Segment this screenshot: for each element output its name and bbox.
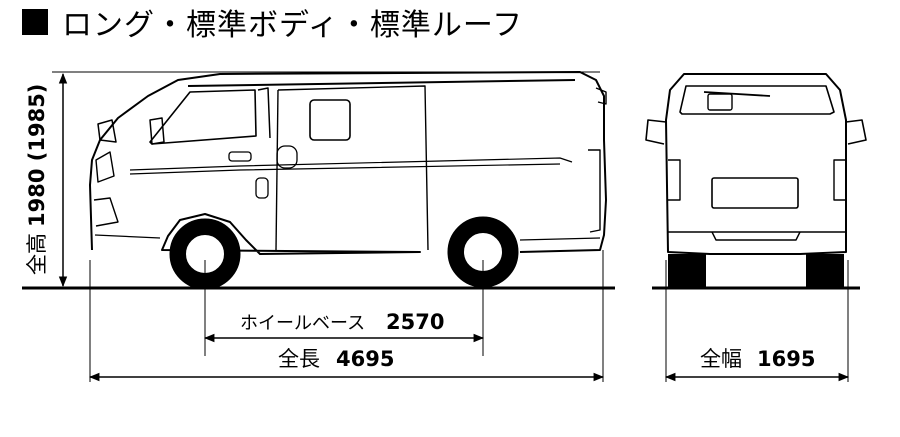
height-value: 1980 (1985): [25, 84, 49, 227]
title-square-icon: [22, 9, 48, 35]
title-text: ロング・標準ボディ・標準ルーフ: [62, 8, 524, 43]
rear-tire-right: [806, 254, 844, 288]
wheelbase-label: ホイールベース: [240, 313, 365, 334]
width-label: 全幅: [700, 347, 742, 371]
diagram-title: ロング・標準ボディ・標準ルーフ: [22, 2, 524, 43]
length-label: 全長: [278, 347, 320, 371]
rear-wheel: [447, 216, 519, 288]
van-side-view: [89, 71, 607, 255]
width-value: 1695: [757, 347, 815, 371]
rear-tire-left: [668, 254, 706, 288]
length-value: 4695: [336, 347, 394, 371]
van-rear-view: [645, 73, 867, 255]
height-label: 全高: [25, 233, 49, 275]
front-wheel: [169, 218, 241, 290]
wheelbase-value: 2570: [386, 310, 444, 334]
